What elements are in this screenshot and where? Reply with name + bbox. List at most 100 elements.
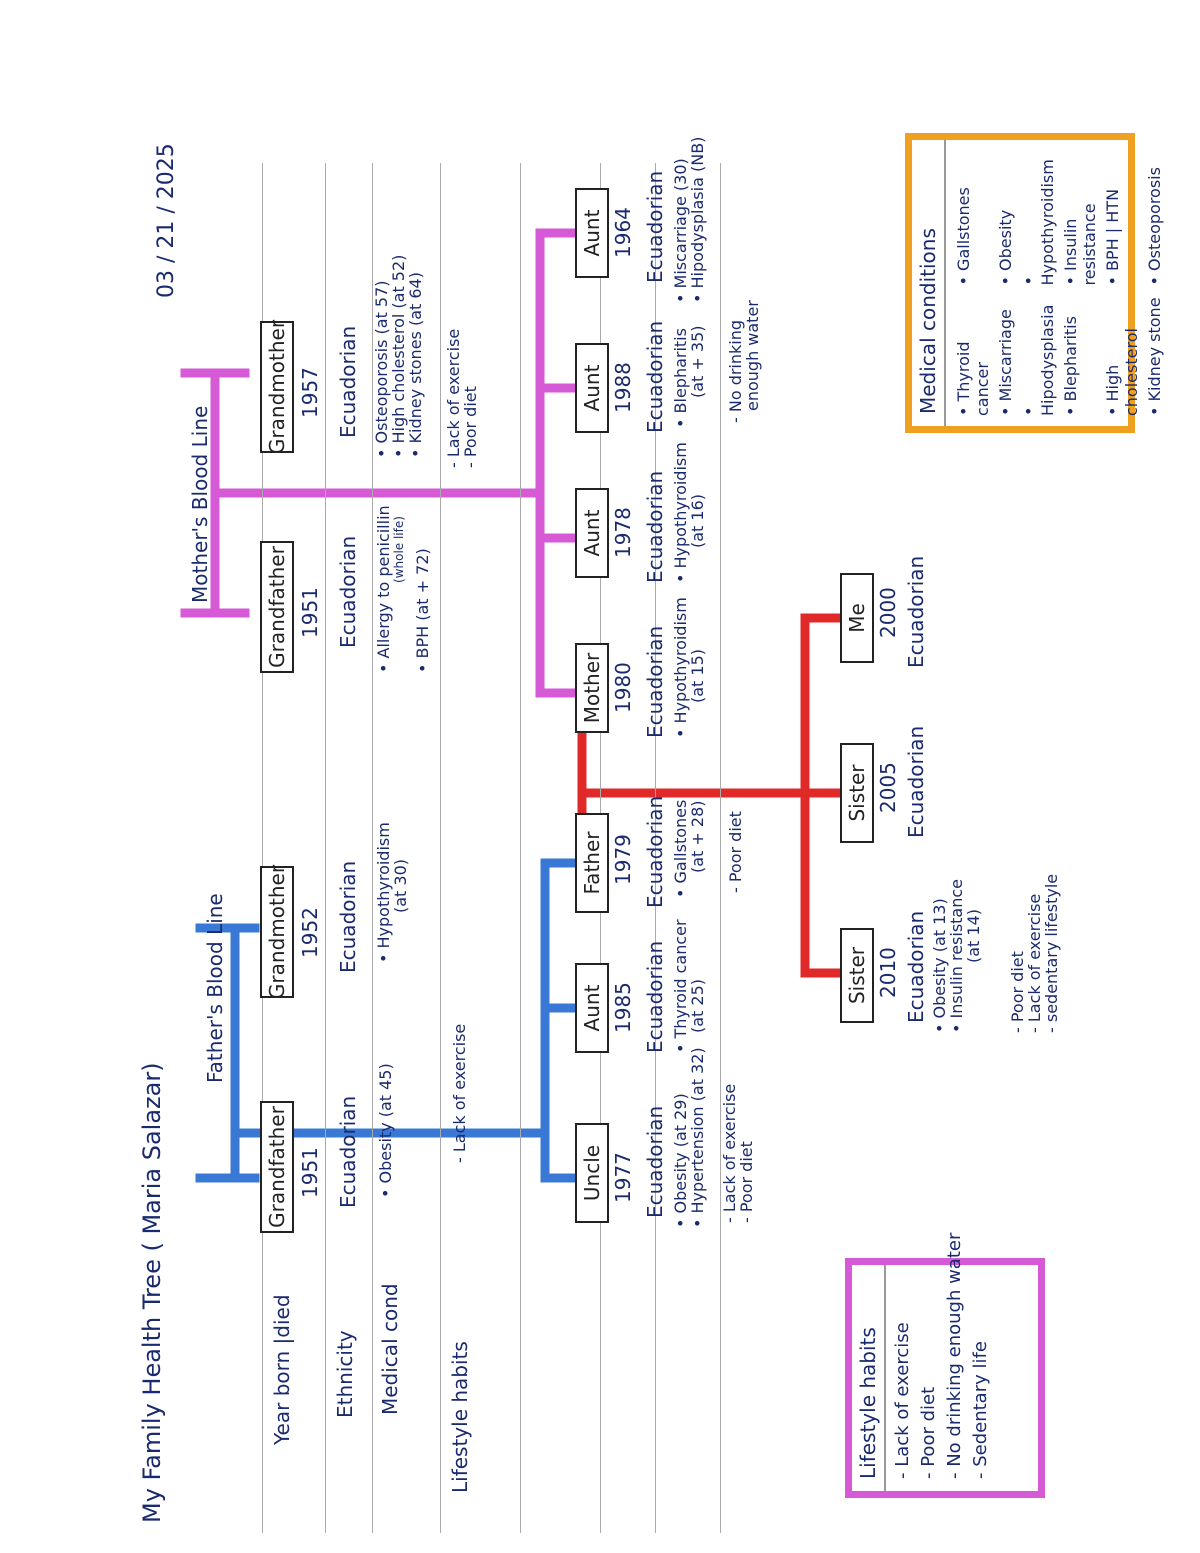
paternal-grandfather-lifestyle-1: - Lack of exercise (450, 1023, 469, 1163)
lifestyle-legend-item-4: - Sedentary life (970, 1341, 991, 1479)
row-label-medical: Medical cond (378, 1283, 402, 1415)
maternal-grandmother-conditions: • Osteoporosis (at 57) • High cholestero… (372, 255, 425, 458)
maternal-aunt-2-lifestyle-2: enough water (742, 300, 762, 411)
lifestyle-legend-item-3: - No drinking enough water (944, 1232, 965, 1479)
medical-legend-item-2: • Gallstones (954, 187, 973, 286)
date-label: 03 / 21 / 2025 (154, 143, 179, 298)
sister-1-ethnicity: Ecuadorian (904, 910, 928, 1023)
medical-legend-item-8: • Insulin resistance (1061, 203, 1099, 286)
sister-2-year: 2005 (876, 762, 900, 813)
person-box-paternal-grandfather: Grandfather (260, 1101, 294, 1233)
person-box-me: Me (840, 573, 874, 663)
maternal-aunt-1-ethnicity: Ecuadorian (643, 470, 667, 583)
maternal-aunt-2-condition-2: (at + 35) (687, 325, 707, 399)
maternal-aunt-2-lifestyle: - No drinking enough water (726, 300, 762, 423)
person-box-sister-1: Sister (840, 928, 874, 1023)
lifestyle-legend-item-1: - Lack of exercise (892, 1322, 913, 1479)
medical-legend-item-1: • Thyroid cancer (954, 341, 992, 416)
medical-legend-items: • Thyroid cancer • Gallstones • Miscarri… (952, 140, 1166, 426)
paternal-grandfather-condition-1: • Obesity (at 45) (376, 1063, 395, 1198)
medical-legend-item-4: • Obesity (996, 209, 1015, 286)
lifestyle-legend-item-2: - Poor diet (918, 1386, 939, 1479)
medical-legend-title: Medical conditions (912, 140, 946, 426)
lifestyle-habits-legend: Lifestyle habits - Lack of exercise - Po… (845, 1232, 1045, 1498)
lifestyle-legend-title: Lifestyle habits (852, 1265, 886, 1491)
mothers-blood-line-connector (180, 228, 580, 698)
father-conditions: • Gallstones (at + 28) (671, 800, 707, 898)
person-box-uncle: Uncle (575, 1123, 609, 1223)
maternal-grandmother-lifestyle-2: - Poor diet (460, 386, 480, 468)
maternal-grandmother-year: 1957 (298, 367, 322, 418)
person-box-maternal-aunt-2: Aunt (575, 343, 609, 433)
mother-year: 1980 (611, 662, 635, 713)
mother-ethnicity: Ecuadorian (643, 625, 667, 738)
medical-legend-item-12: • Osteoporosis (1145, 167, 1164, 286)
person-box-mother: Mother (575, 643, 609, 733)
maternal-aunt-3-ethnicity: Ecuadorian (643, 170, 667, 283)
paternal-grandfather-conditions: • Obesity (at 45) (376, 1063, 395, 1198)
sister-1-lifestyle: - Poor diet - Lack of exercise - sedenta… (1008, 874, 1061, 1033)
paternal-grandmother-condition-2: (at 30) (390, 858, 410, 913)
rule-2 (325, 163, 326, 1533)
uncle-conditions: • Obesity (at 29) • Hypertension (at 32) (671, 1047, 707, 1228)
maternal-grandfather-condition-2: (whole life) (391, 516, 406, 583)
rule-5 (520, 163, 521, 1533)
row-label-year: Year born |died (270, 1294, 294, 1445)
mother-conditions: • Hypothyroidism (at 15) (671, 597, 707, 738)
father-lifestyle: - Poor diet (726, 811, 745, 893)
paternal-aunt-year: 1985 (611, 982, 635, 1033)
paternal-aunt-condition-2: (at 25) (687, 978, 707, 1033)
father-lifestyle-1: - Poor diet (726, 811, 745, 893)
uncle-year: 1977 (611, 1152, 635, 1203)
maternal-aunt-3-year: 1964 (611, 207, 635, 258)
maternal-grandmother-lifestyle: - Lack of exercise - Poor diet (444, 329, 480, 468)
paternal-aunt-conditions: • Thyroid cancer (at 25) (671, 919, 707, 1053)
fathers-blood-line-connector (195, 858, 580, 1183)
maternal-grandmother-ethnicity: Ecuadorian (336, 325, 360, 438)
uncle-lifestyle: - Lack of exercise - Poor diet (720, 1084, 756, 1223)
medical-legend-item-9: • High cholesterol (1103, 328, 1141, 416)
fathers-blood-line-title: Father's Blood Line (203, 893, 227, 1083)
sister-1-year: 2010 (876, 947, 900, 998)
paternal-grandfather-lifestyle: - Lack of exercise (450, 1023, 469, 1163)
maternal-aunt-1-year: 1978 (611, 507, 635, 558)
uncle-ethnicity: Ecuadorian (643, 1105, 667, 1218)
me-year: 2000 (876, 587, 900, 638)
uncle-condition-2: • Hypertension (at 32) (687, 1047, 707, 1228)
medical-legend-item-5: • Hipodysplasia (1019, 304, 1057, 416)
maternal-grandmother-condition-3: • Kidney stones (at 64) (405, 272, 425, 458)
row-label-ethnicity: Ethnicity (333, 1330, 357, 1418)
medical-legend-item-3: • Miscarriage (996, 309, 1015, 416)
mothers-blood-line-title: Mother's Blood Line (188, 405, 212, 603)
paternal-grandfather-ethnicity: Ecuadorian (336, 1095, 360, 1208)
me-ethnicity: Ecuadorian (904, 555, 928, 668)
paternal-grandmother-year: 1952 (298, 907, 322, 958)
person-box-paternal-grandmother: Grandmother (260, 865, 294, 999)
maternal-aunt-2-ethnicity: Ecuadorian (643, 320, 667, 433)
rule-4 (440, 163, 441, 1533)
uncle-lifestyle-2: - Poor diet (736, 1141, 756, 1223)
medical-legend-item-6: • Hypothyroidism (1019, 159, 1057, 286)
maternal-aunt-3-conditions: • Miscarriage (30) • Hipodysplasia (NB) (671, 137, 707, 303)
maternal-grandfather-conditions: • Allergy to penicillin (whole life) • B… (374, 505, 433, 673)
person-box-father: Father (575, 813, 609, 913)
page-title: My Family Health Tree ( Maria Salazar) (138, 1062, 166, 1523)
maternal-grandfather-ethnicity: Ecuadorian (336, 535, 360, 648)
person-box-sister-2: Sister (840, 743, 874, 843)
medical-conditions-legend: Medical conditions • Thyroid cancer • Ga… (905, 133, 1164, 433)
maternal-grandfather-condition-3: • BPH (at + 72) (413, 548, 433, 673)
medical-legend-item-11: • Kidney stone (1145, 297, 1164, 416)
medical-legend-item-7: • Blepharitis (1061, 316, 1080, 416)
sister-1-condition-3: (at 14) (963, 908, 983, 963)
lifestyle-legend-items: - Lack of exercise - Poor diet - No drin… (892, 1232, 991, 1491)
sister-2-ethnicity: Ecuadorian (904, 725, 928, 838)
paternal-grandmother-conditions: • Hypothyroidism (at 30) (374, 822, 410, 963)
paternal-aunt-ethnicity: Ecuadorian (643, 940, 667, 1053)
siblings-line-connector (577, 613, 845, 978)
sister-1-conditions: • Obesity (at 13) • Insulin resistance (… (930, 879, 983, 1033)
maternal-aunt-1-conditions: • Hypothyroidism (at 16) (671, 442, 707, 583)
person-box-maternal-grandfather: Grandfather (260, 541, 294, 673)
paternal-grandfather-year: 1951 (298, 1147, 322, 1198)
